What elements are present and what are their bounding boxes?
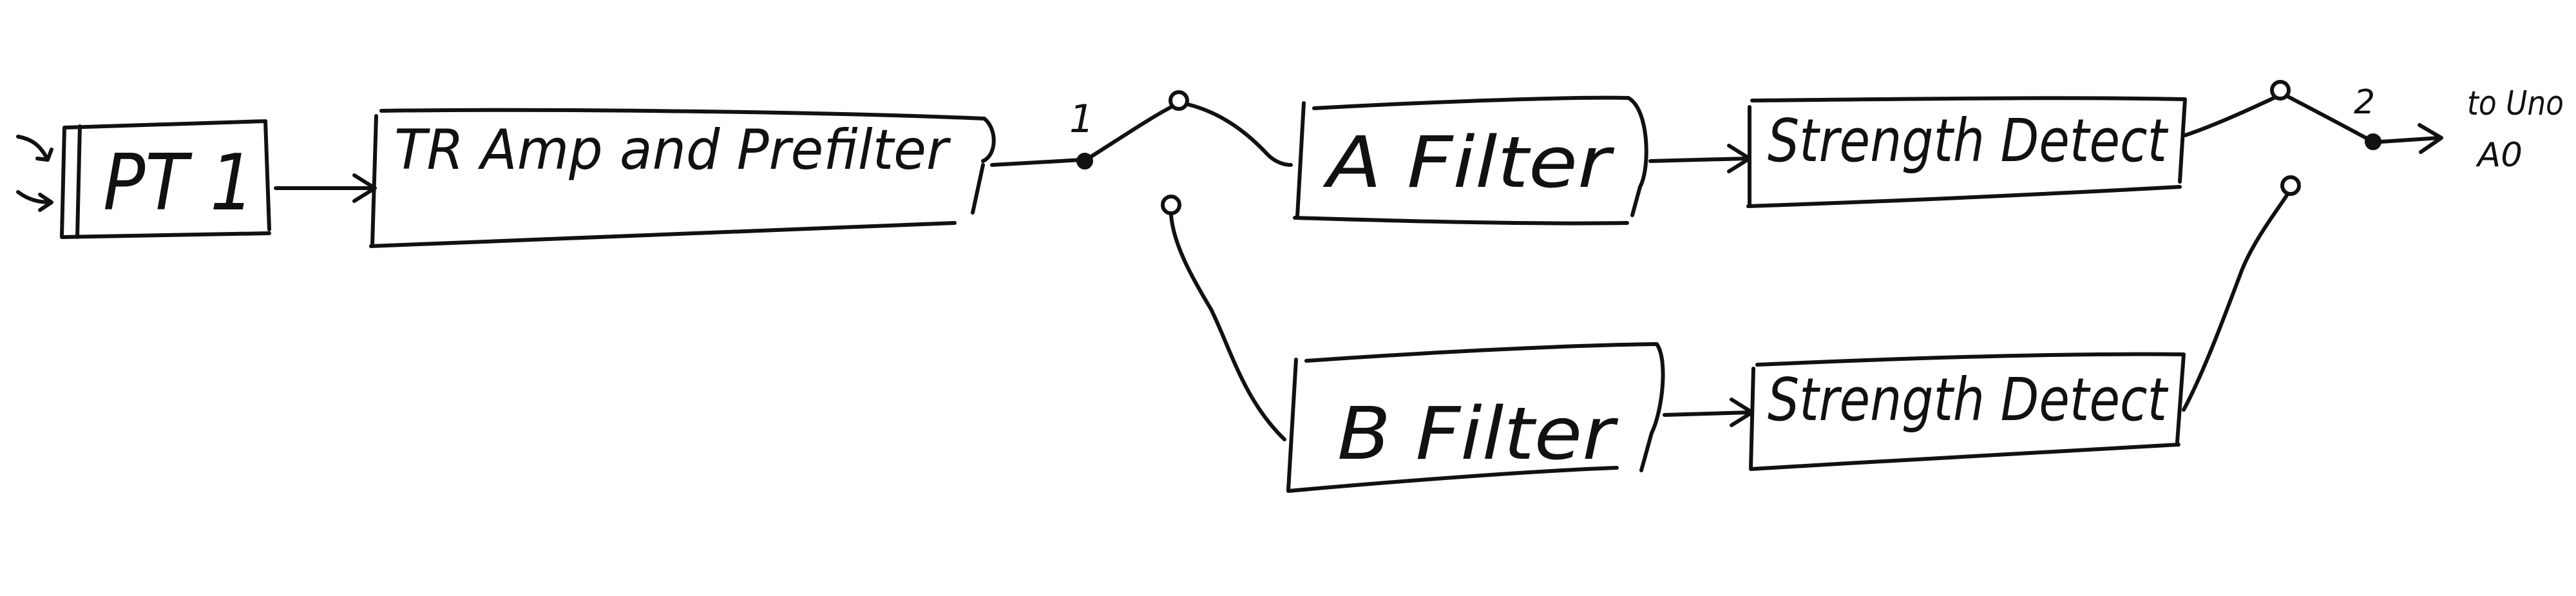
arrow-b-filter-to-detect (1663, 398, 1754, 427)
switch-1-lever (1084, 102, 1178, 162)
a-filter-label: A Filter (1322, 121, 1614, 204)
wire-switch1-to-a-filter (1186, 102, 1293, 167)
switch-1-contact-a[interactable] (1169, 90, 1189, 111)
switch-1-contact-b[interactable] (1161, 195, 1181, 215)
arrow-pt1-to-amp (274, 173, 377, 203)
input-arrow-2 (16, 190, 53, 212)
wire-detect-b-to-switch2 (2182, 191, 2290, 412)
strength-detect-b-block: Strength Detect (1749, 352, 2186, 471)
strength-detect-b-label: Strength Detect (1768, 365, 2168, 434)
wire-detect-a-to-switch2 (2183, 96, 2276, 137)
output-label-line1: to Uno (2467, 84, 2564, 123)
switch-2-contact-a[interactable] (2270, 80, 2291, 101)
output-label: to Uno A0 (2467, 84, 2564, 175)
wire-switch1-to-b-filter (1169, 213, 1286, 441)
switch-2-contact-b[interactable] (2280, 175, 2301, 196)
output-label-line2: A0 (2476, 136, 2523, 175)
output-arrow (2379, 123, 2443, 154)
switch-1-label: 1 (1069, 97, 1094, 142)
amp-prefilter-label: TR Amp and Prefilter (394, 118, 951, 182)
switch-2-pivot (2365, 133, 2381, 150)
pt1-label: PT 1 (103, 139, 254, 228)
input-arrow-1 (16, 135, 53, 162)
switch-1: 1 (1069, 90, 1189, 215)
strength-detect-a-block: Strength Detect (1746, 96, 2187, 208)
pt1-block: PT 1 (60, 119, 271, 239)
strength-detect-a-label: Strength Detect (1768, 106, 2168, 175)
wire-amp-to-switch1 (990, 158, 1084, 167)
switch-2-lever (2286, 95, 2372, 142)
b-filter-block: B Filter (1286, 342, 1665, 493)
switch-2: 2 (2270, 80, 2381, 196)
b-filter-label: B Filter (1337, 392, 1618, 476)
switch-2-label: 2 (2354, 83, 2375, 122)
arrow-a-filter-to-detect (1648, 144, 1751, 173)
amp-prefilter-block: TR Amp and Prefilter (369, 108, 996, 248)
switch-1-pivot (1076, 153, 1093, 169)
a-filter-block: A Filter (1293, 95, 1648, 226)
